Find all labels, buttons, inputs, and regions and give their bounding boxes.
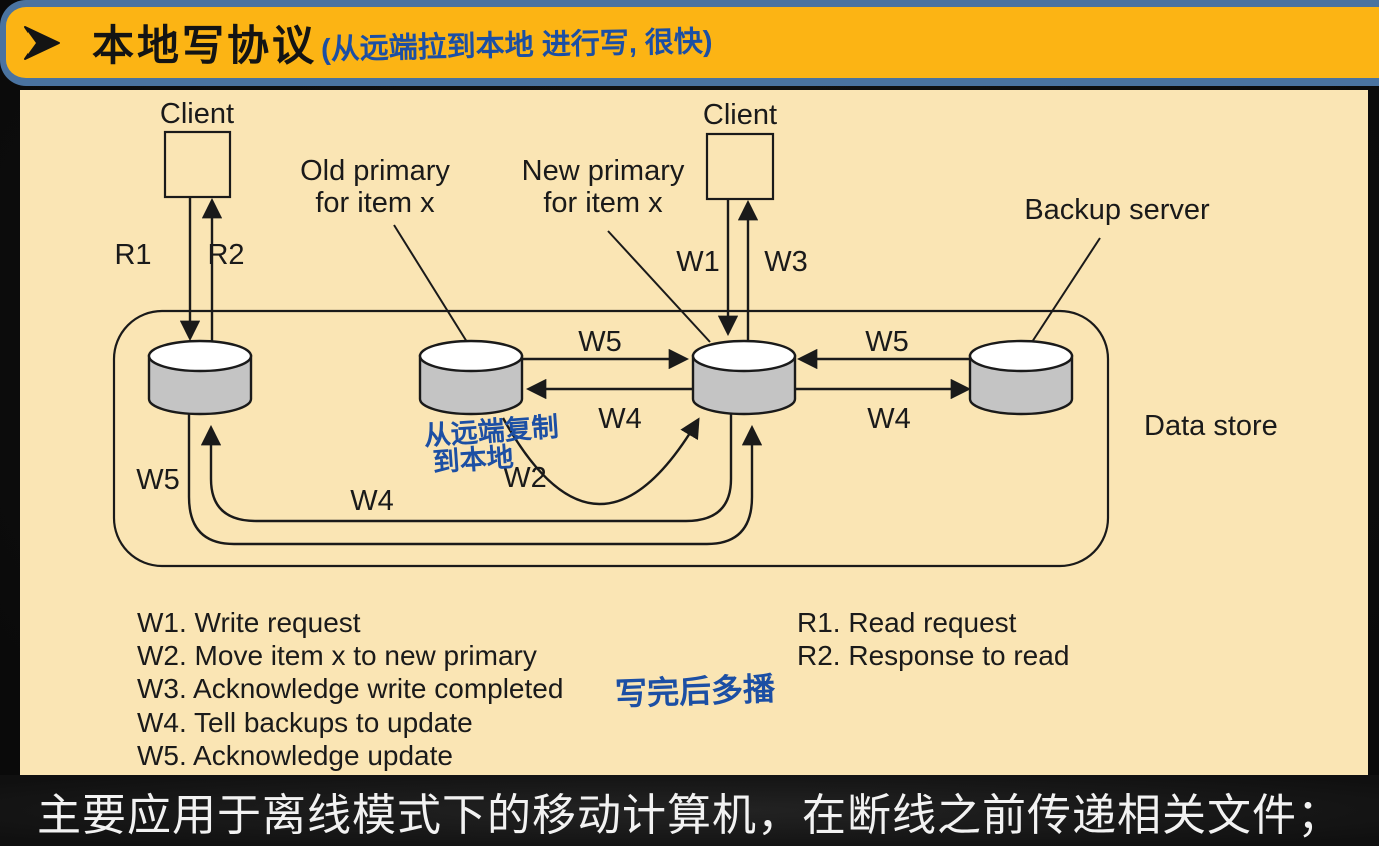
label-w4-mid: W4 bbox=[598, 403, 642, 435]
handwritten-multicast-note: 写完后多播 bbox=[614, 671, 776, 713]
label-w4-right: W4 bbox=[867, 403, 911, 435]
arrow-w2-curve bbox=[501, 417, 700, 506]
backup-server-label: Backup server bbox=[1024, 194, 1210, 226]
old-primary-cylinder bbox=[418, 339, 524, 416]
legend-item-r1: R1. Read request bbox=[797, 607, 1017, 638]
label-w5-mid: W5 bbox=[578, 326, 622, 358]
legend-item-r2: R2. Response to read bbox=[797, 640, 1069, 671]
database-cylinders bbox=[147, 339, 1074, 416]
client-right-label: Client bbox=[703, 99, 777, 131]
client-box-left bbox=[163, 130, 232, 199]
backup-server-pointer-line bbox=[1031, 237, 1101, 343]
label-r1: R1 bbox=[114, 239, 151, 271]
diagram-panel: Client Client Old primary for item x New… bbox=[20, 90, 1368, 775]
data-store-label: Data store bbox=[1144, 410, 1278, 442]
backup-cylinder-left bbox=[147, 339, 253, 416]
arrow-bullet-icon bbox=[22, 24, 64, 62]
legend-item-w2: W2. Move item x to new primary bbox=[137, 640, 537, 671]
legend-item-w4: W4. Tell backups to update bbox=[137, 707, 473, 738]
arrow-w4-loop bbox=[200, 413, 733, 523]
slide-title-bar: 本地写协议 (从远端拉到本地 进行写, 很快) bbox=[0, 0, 1379, 86]
backup-cylinder-right bbox=[968, 339, 1074, 416]
label-r2: R2 bbox=[207, 239, 244, 271]
new-primary-pointer-line bbox=[607, 230, 711, 343]
new-primary-cylinder bbox=[691, 339, 797, 416]
client-left-label: Client bbox=[160, 98, 234, 130]
label-w3: W3 bbox=[764, 246, 808, 278]
title-handwritten-annotation: (从远端拉到本地 进行写, 很快) bbox=[320, 25, 713, 66]
label-w1: W1 bbox=[676, 246, 720, 278]
label-w5-right: W5 bbox=[865, 326, 909, 358]
legend-item-w1: W1. Write request bbox=[137, 607, 361, 638]
legend: W1. Write request W2. Move item x to new… bbox=[137, 607, 1069, 771]
footer-text: 主要应用于离线模式下的移动计算机，在断线之前传递相关文件； bbox=[37, 790, 1342, 840]
old-primary-label-line1: Old primary bbox=[300, 155, 450, 187]
label-w2: W2 bbox=[503, 462, 547, 494]
label-w5-loop: W5 bbox=[136, 464, 180, 496]
new-primary-label-line2: for item x bbox=[543, 187, 663, 219]
data-store-boundary bbox=[112, 309, 1110, 568]
footer-note-bar: 主要应用于离线模式下的移动计算机，在断线之前传递相关文件； bbox=[0, 775, 1379, 846]
legend-item-w3: W3. Acknowledge write completed bbox=[137, 673, 563, 704]
local-write-protocol-diagram: Client Client Old primary for item x New… bbox=[112, 98, 1278, 771]
legend-item-w5: W5. Acknowledge update bbox=[137, 740, 453, 771]
slide-title: 本地写协议 bbox=[92, 22, 318, 69]
old-primary-pointer-line bbox=[393, 224, 468, 343]
client-box-right bbox=[705, 132, 775, 201]
old-primary-label-line2: for item x bbox=[315, 187, 435, 219]
new-primary-label-line1: New primary bbox=[522, 155, 685, 187]
label-w4-loop: W4 bbox=[350, 485, 394, 517]
arrow-w5-loop bbox=[187, 413, 763, 546]
handwritten-copy-note-line2: 到本地 bbox=[432, 442, 515, 478]
